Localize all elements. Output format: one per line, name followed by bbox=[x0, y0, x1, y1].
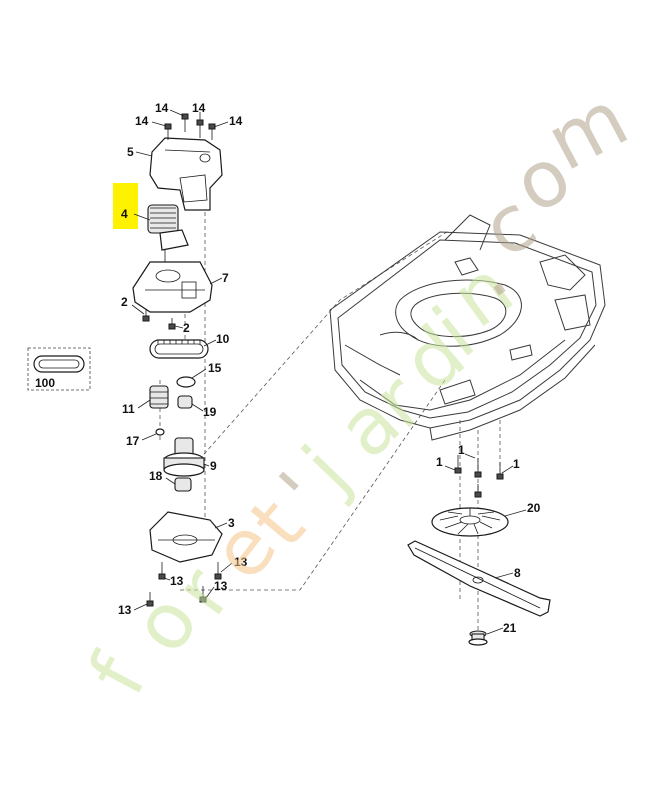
label-2-a: 2 bbox=[121, 295, 128, 309]
bearing bbox=[177, 395, 193, 409]
mower-blade bbox=[407, 540, 551, 617]
mower-deck-housing bbox=[329, 214, 606, 441]
label-11: 11 bbox=[122, 402, 135, 416]
label-19: 19 bbox=[203, 405, 217, 419]
label-13-b: 13 bbox=[170, 574, 184, 588]
bearing-lower bbox=[174, 477, 192, 492]
pulley bbox=[149, 385, 169, 409]
pin bbox=[155, 428, 165, 436]
label-4: 4 bbox=[121, 207, 128, 221]
label-3: 3 bbox=[228, 516, 235, 530]
screws-housing bbox=[142, 310, 176, 330]
label-7: 7 bbox=[222, 271, 229, 285]
drive-belt bbox=[149, 339, 209, 359]
screws-bottom bbox=[146, 562, 222, 607]
label-1-c: 1 bbox=[513, 457, 520, 471]
label-14-a: 14 bbox=[155, 101, 169, 115]
leader-lines bbox=[131, 109, 527, 635]
label-14-d: 14 bbox=[229, 114, 243, 128]
label-100: 100 bbox=[35, 376, 55, 390]
blade-screw bbox=[468, 630, 488, 646]
motor-cover bbox=[149, 137, 223, 211]
label-20: 20 bbox=[527, 501, 541, 515]
label-14-b: 14 bbox=[192, 101, 206, 115]
label-8: 8 bbox=[514, 566, 521, 580]
fan-wheel bbox=[431, 507, 509, 537]
drive-belt-kit-box bbox=[27, 347, 91, 391]
label-9: 9 bbox=[210, 459, 217, 473]
motor bbox=[147, 204, 189, 262]
part-labels: 14 14 14 14 5 4 7 2 2 10 100 15 11 19 17… bbox=[35, 101, 541, 635]
watermark-letter: f bbox=[72, 641, 165, 709]
label-18: 18 bbox=[149, 469, 163, 483]
label-10: 10 bbox=[216, 332, 230, 346]
label-13-c: 13 bbox=[214, 579, 228, 593]
gear-housing-lower bbox=[149, 511, 223, 563]
gear-wheel bbox=[163, 437, 205, 477]
label-13-d: 13 bbox=[118, 603, 132, 617]
label-17: 17 bbox=[126, 434, 140, 448]
label-1-a: 1 bbox=[436, 455, 443, 469]
washer bbox=[176, 376, 196, 388]
label-2-b: 2 bbox=[183, 321, 190, 335]
label-1-b: 1 bbox=[458, 443, 465, 457]
screws-top bbox=[164, 113, 216, 140]
label-14-c: 14 bbox=[135, 114, 149, 128]
label-5: 5 bbox=[127, 145, 134, 159]
label-21: 21 bbox=[503, 621, 517, 635]
gear-housing-upper bbox=[132, 261, 213, 313]
deck-screws bbox=[454, 455, 504, 498]
label-15: 15 bbox=[208, 361, 222, 375]
highlight-marker bbox=[113, 183, 138, 229]
label-13-a: 13 bbox=[234, 555, 248, 569]
